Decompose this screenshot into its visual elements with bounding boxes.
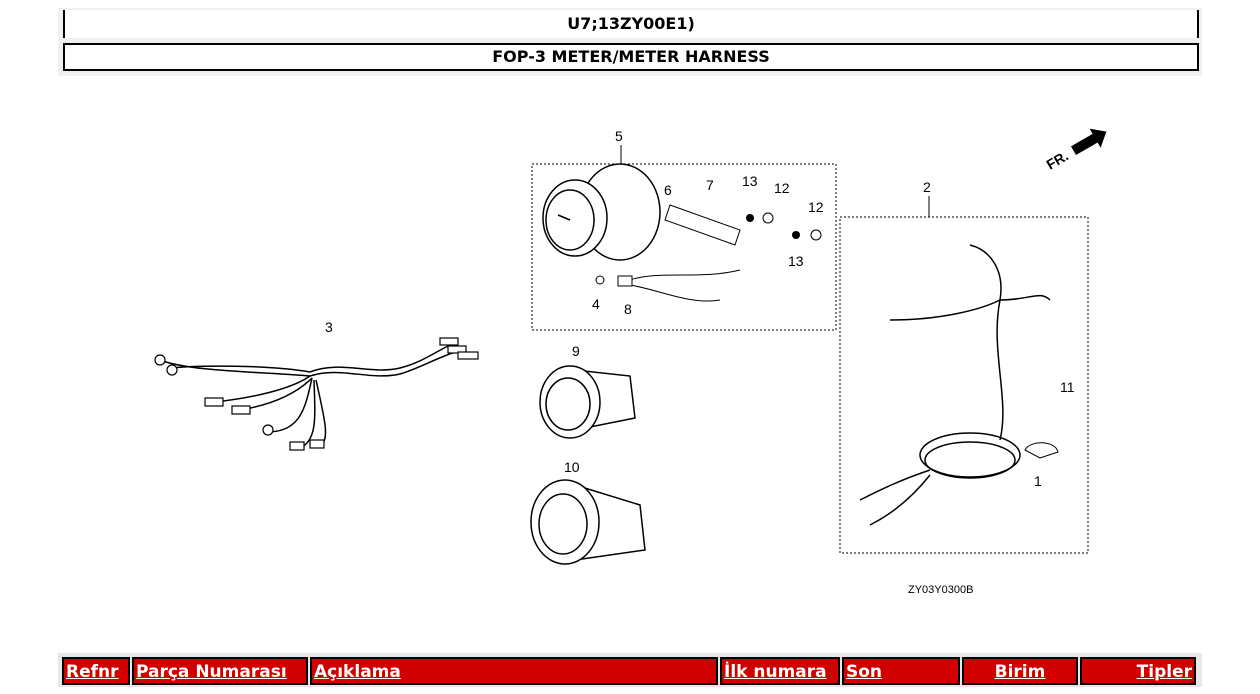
model-code-row: U7;13ZY00E1) bbox=[63, 10, 1199, 38]
col-types[interactable]: Tipler bbox=[1080, 657, 1196, 685]
svg-text:11: 11 bbox=[1060, 379, 1075, 395]
gauge-9 bbox=[539, 365, 636, 439]
gauge-10 bbox=[530, 479, 646, 565]
section-title: FOP-3 METER/METER HARNESS bbox=[63, 43, 1199, 71]
svg-text:1: 1 bbox=[1034, 473, 1042, 489]
svg-text:12: 12 bbox=[808, 199, 824, 215]
svg-text:7: 7 bbox=[706, 177, 714, 193]
svg-text:4: 4 bbox=[592, 296, 600, 312]
svg-text:12: 12 bbox=[774, 180, 790, 196]
svg-text:6: 6 bbox=[664, 182, 672, 198]
harness-3 bbox=[159, 344, 456, 449]
diagram-code: ZY03Y0300B bbox=[908, 584, 973, 596]
fr-arrow-icon: FR. bbox=[1044, 128, 1107, 173]
col-unit[interactable]: Birim bbox=[962, 657, 1078, 685]
col-last[interactable]: Son bbox=[842, 657, 960, 685]
svg-text:2: 2 bbox=[923, 179, 931, 195]
svg-text:13: 13 bbox=[788, 253, 804, 269]
model-code: U7;13ZY00E1) bbox=[567, 14, 695, 33]
parts-diagram: 3 5 6 7 13 12 12 13 4 8 9 bbox=[120, 110, 1120, 610]
svg-text:10: 10 bbox=[564, 459, 580, 475]
col-description[interactable]: Açıklama bbox=[310, 657, 718, 685]
connectors-3 bbox=[154, 337, 479, 451]
gauge-5 bbox=[542, 163, 661, 261]
svg-text:8: 8 bbox=[624, 301, 632, 317]
harness-2 bbox=[859, 244, 1051, 526]
col-first-number[interactable]: İlk numara bbox=[720, 657, 840, 685]
col-part-number[interactable]: Parça Numarası bbox=[132, 657, 308, 685]
svg-text:13: 13 bbox=[742, 173, 758, 189]
svg-text:5: 5 bbox=[615, 128, 623, 144]
svg-text:9: 9 bbox=[572, 343, 580, 359]
svg-text:FR.: FR. bbox=[1044, 147, 1072, 172]
col-refnr[interactable]: Refnr bbox=[62, 657, 130, 685]
callout-3: 3 bbox=[325, 319, 333, 335]
